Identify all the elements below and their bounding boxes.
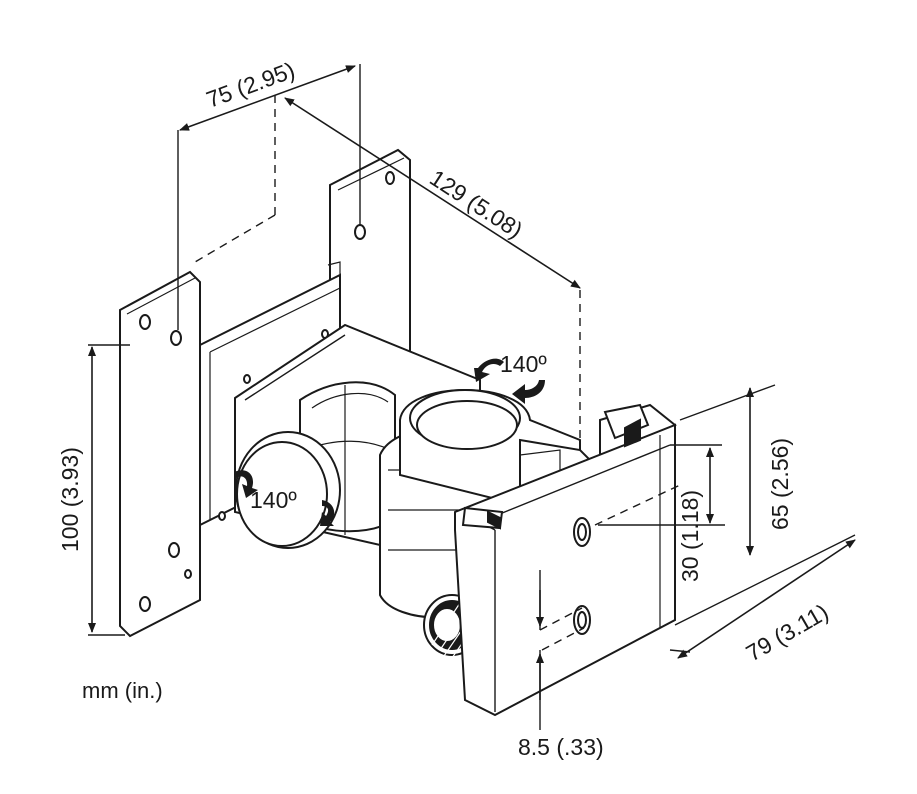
rotation-label-side: 140º [250,487,297,513]
rotation-label-top: 140º [500,351,547,377]
rotation-arrows [234,358,545,526]
dim-hole-offset: 8.5 (.33) [518,734,604,760]
clamp-plate [454,403,676,717]
dim-clamp-width: 79 (3.11) [742,599,833,667]
dim-clamp-hole-spacing: 30 (1.18) [677,490,703,582]
dim-overall-depth: 129 (5.08) [425,164,527,243]
clamp-holes [573,517,591,635]
dim-plate-hole-spacing-v: 100 (3.93) [57,447,83,552]
dim-clamp-height: 65 (2.56) [767,438,793,530]
dimension-arrows [88,65,856,700]
units-label: mm (in.) [82,678,163,703]
